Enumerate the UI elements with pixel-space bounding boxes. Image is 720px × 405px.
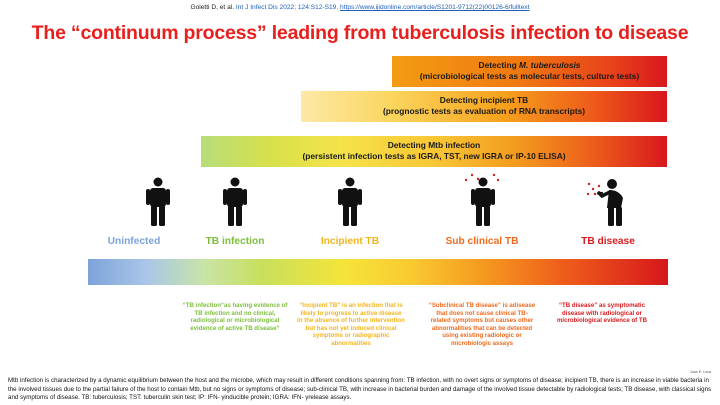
band-subheading: (prognostic tests as evaluation of RNA t… bbox=[382, 106, 586, 116]
stage-label-uninfected: Uninfected bbox=[107, 236, 161, 247]
person-tb-infection-icon bbox=[223, 177, 247, 226]
band-subheading: (persistent infection tests as IGRA, TST… bbox=[302, 151, 566, 161]
stage-label-tb-disease: TB disease bbox=[581, 236, 635, 247]
author-credit: Juan E. Losa bbox=[690, 370, 711, 374]
person-uninfected-icon bbox=[146, 177, 170, 226]
person-tb-disease-coughing-icon bbox=[586, 179, 623, 226]
stage-label-subclinical-tb: Sub clinical TB bbox=[445, 236, 519, 247]
slide-title: The “continuum process” leading from tub… bbox=[31, 22, 689, 44]
person-incipient-tb-icon bbox=[338, 177, 362, 226]
description-tb-infection: “TB infection”as having evidence of TB i… bbox=[182, 302, 288, 332]
band-heading-text: Detecting bbox=[478, 60, 520, 70]
band-subheading: (microbiological tests as molecular test… bbox=[419, 71, 640, 81]
citation-journal: Int J Infect Dis 2022; 124:S12-S19. bbox=[235, 4, 339, 11]
band-detecting-mtb: Detecting M. tuberculosis (microbiologic… bbox=[392, 56, 667, 87]
band-detecting-mtb-infection: Detecting Mtb infection (persistent infe… bbox=[201, 136, 667, 167]
footer-caption: Mtb infection is characterized by a dyna… bbox=[8, 377, 712, 402]
description-tb-disease: “TB disease” as symptomatic disease with… bbox=[556, 302, 648, 325]
band-detecting-incipient-tb: Detecting incipient TB (prognostic tests… bbox=[301, 91, 667, 122]
band-heading-species: M. tuberculosis bbox=[519, 60, 581, 70]
citation: Goletti D, et al. Int J Infect Dis 2022;… bbox=[0, 4, 720, 11]
band-heading: Detecting Mtb infection bbox=[387, 140, 481, 150]
band-heading: Detecting M. tuberculosis bbox=[392, 60, 667, 71]
citation-link[interactable]: https://www.ijidonline.com/article/S1201… bbox=[340, 4, 530, 11]
band-heading: Detecting incipient TB bbox=[439, 95, 529, 105]
description-subclinical-tb: “Subclinical TB disease” is adisease tha… bbox=[428, 302, 536, 347]
infection-spectrum-bar bbox=[88, 259, 668, 285]
stage-label-incipient-tb: Incipient TB bbox=[320, 236, 380, 247]
citation-authors: Goletti D, et al. bbox=[190, 4, 235, 11]
description-incipient-tb: “Incipient TB” is an infection that is l… bbox=[297, 302, 405, 347]
person-subclinical-tb-icon bbox=[464, 173, 500, 226]
stage-label-tb-infection: TB infection bbox=[205, 236, 265, 247]
